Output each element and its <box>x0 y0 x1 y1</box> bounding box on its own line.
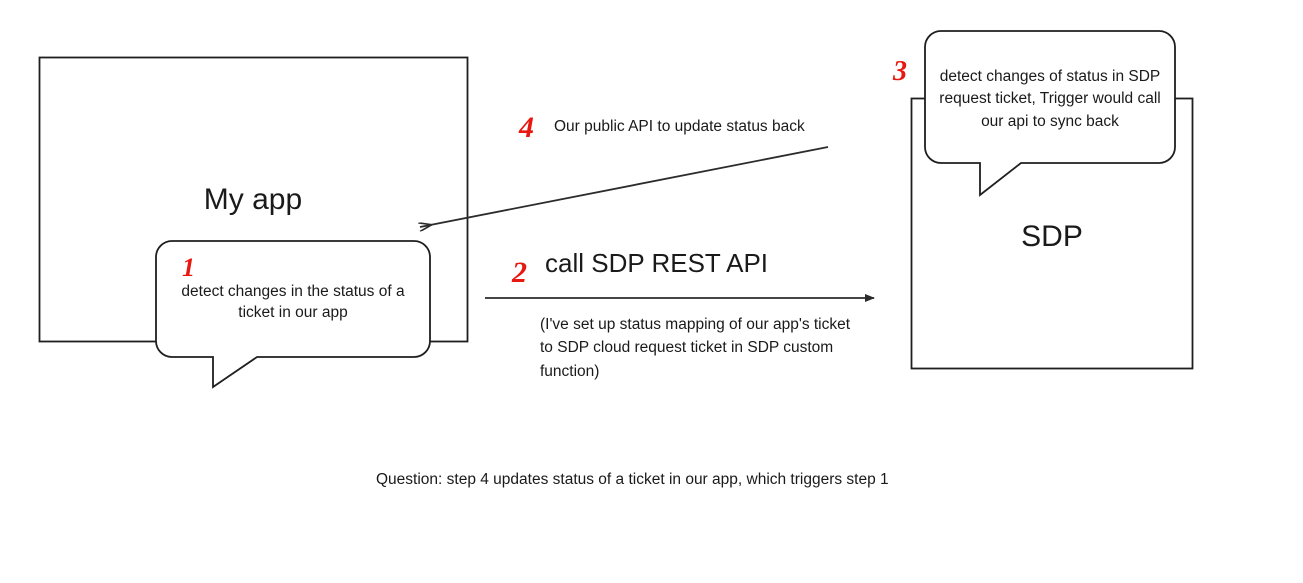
step-number-4: 4 <box>519 111 534 144</box>
my-app-box-label: My app <box>203 183 303 216</box>
sdp-callout-bubble <box>924 30 1176 197</box>
step-number-2: 2 <box>512 256 527 289</box>
flow-label-public-api: Our public API to update status back <box>554 118 805 135</box>
flow-label-call-sdp-rest-api: call SDP REST API <box>545 248 769 278</box>
sdp-callout-text: detect changes of status in SDP request … <box>939 68 1161 130</box>
sdp-box-label: SDP <box>1021 220 1083 253</box>
footer-question: Question: step 4 updates status of a tic… <box>376 471 889 488</box>
flow-note-status-mapping: (I've set up status mapping of our app's… <box>540 316 851 380</box>
my-app-callout-text: detect changes in the status of a ticket… <box>181 283 405 321</box>
flow-arrow-public-api-status-back <box>420 146 829 227</box>
step-number-3: 3 <box>893 56 907 87</box>
step-number-1: 1 <box>182 253 195 282</box>
my-app-callout-bubble <box>155 240 431 389</box>
